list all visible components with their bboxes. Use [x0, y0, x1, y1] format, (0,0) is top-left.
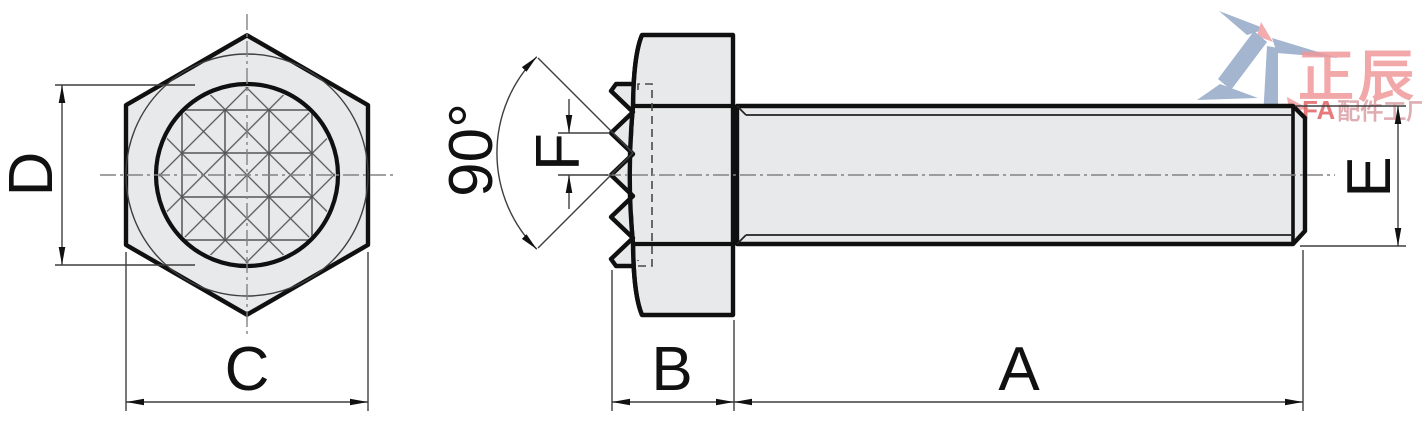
logo-diagonal-band-shape: [1218, 31, 1267, 90]
dimension-C: C: [125, 252, 369, 411]
angle-arc: [496, 56, 538, 250]
brand-subtitle-fa: FA: [1302, 95, 1335, 125]
dim-label-D: D: [0, 152, 66, 197]
dim-label-E: E: [1335, 156, 1404, 197]
dimension-E: E: [1295, 105, 1406, 247]
logo-right-blade-shape: [1272, 38, 1338, 58]
thread-chamfer-top-left: [736, 105, 747, 116]
dim-label-angle: 90°: [437, 103, 506, 197]
dim-label-A: A: [998, 335, 1040, 404]
thread-chamfer-bottom-left: [736, 234, 747, 245]
angle-flank-line-upper: [537, 57, 634, 154]
dim-label-B: B: [651, 335, 692, 404]
logo-stem-shape: [1263, 46, 1278, 118]
angle-flank-line-lower: [537, 152, 634, 249]
side-view: 90° F B A E: [437, 32, 1406, 411]
brand-subtitle-text: FA配件工厂: [1302, 95, 1422, 125]
logo-left-wing-shape: [1197, 84, 1258, 100]
dim-label-F: F: [524, 133, 593, 171]
dimension-D: D: [0, 84, 195, 266]
dimension-A: A: [734, 250, 1304, 411]
dimension-angle: 90°: [437, 56, 634, 250]
brand-logo: 正辰 FA配件工厂: [1197, 11, 1422, 125]
dim-label-C: C: [225, 335, 270, 404]
dimension-F: F: [524, 99, 610, 209]
dimension-B: B: [611, 270, 735, 411]
brand-name-text: 正辰: [1298, 45, 1418, 108]
head-bearing-face-curve: [627, 34, 645, 316]
logo-top-wing-shape: [1219, 11, 1266, 35]
brand-subtitle-factory: 配件工厂: [1337, 98, 1422, 124]
front-view: D C: [0, 14, 393, 411]
